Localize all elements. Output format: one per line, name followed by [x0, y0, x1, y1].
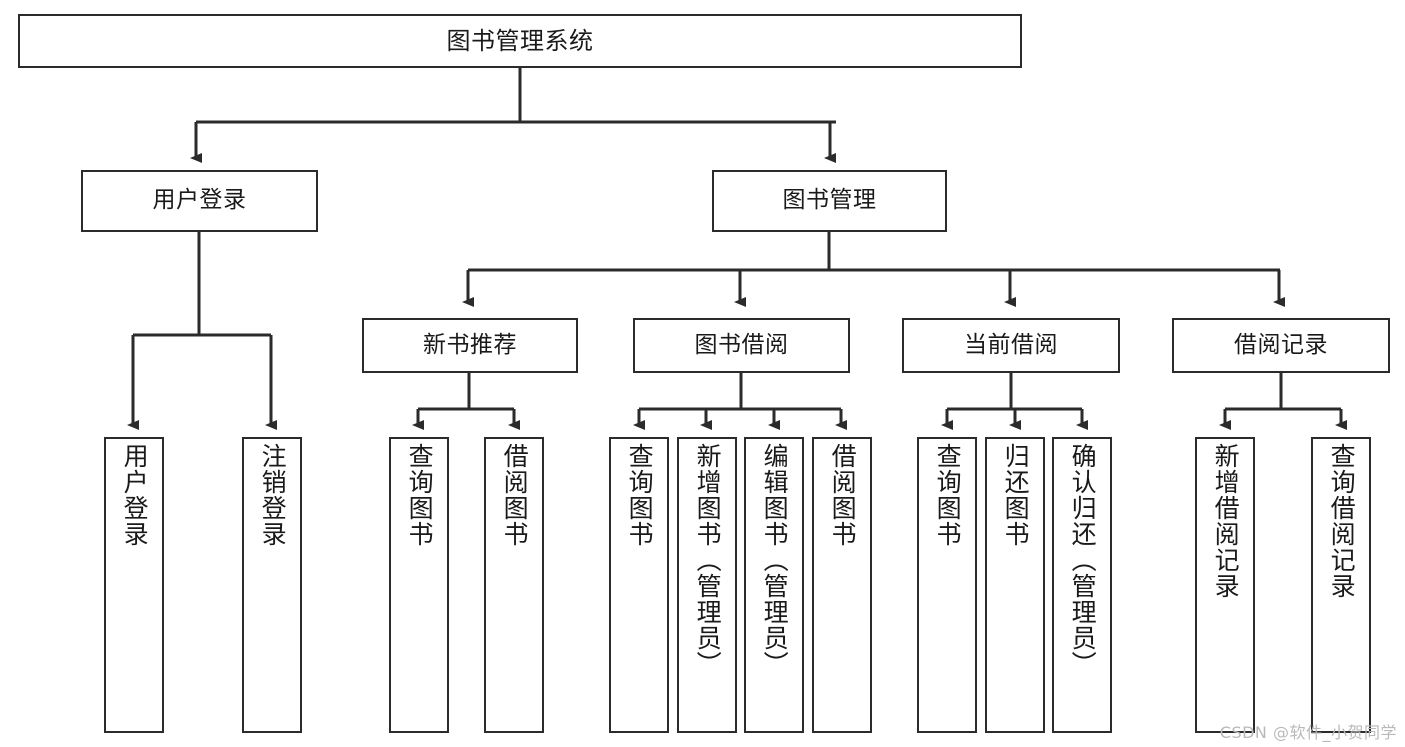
leaf-confirm-return-admin[interactable]: 确认归还（管理员） [1052, 437, 1112, 733]
node-label: 用户登录 [152, 187, 247, 214]
node-label: 用户登录 [120, 443, 150, 547]
node-label: 图书管理 [782, 187, 877, 214]
node-label: 查询图书 [405, 443, 435, 547]
leaf-query-borrow-record[interactable]: 查询借阅记录 [1311, 437, 1371, 733]
leaf-query-book-current[interactable]: 查询图书 [917, 437, 977, 733]
node-user-login[interactable]: 用户登录 [81, 170, 318, 232]
leaf-borrow-book-recommend[interactable]: 借阅图书 [484, 437, 544, 733]
node-label: 图书管理系统 [446, 26, 594, 55]
leaf-query-book-recommend[interactable]: 查询图书 [389, 437, 449, 733]
node-label: 编辑图书（管理员） [760, 443, 790, 677]
node-label: 借阅图书 [500, 443, 530, 547]
node-label: 借阅图书 [828, 443, 858, 547]
leaf-add-book-admin[interactable]: 新增图书（管理员） [677, 437, 737, 733]
csdn-watermark: CSDN @软件_小贺同学 [1219, 723, 1397, 742]
node-root-system[interactable]: 图书管理系统 [18, 14, 1022, 68]
node-current-borrow[interactable]: 当前借阅 [902, 318, 1120, 373]
node-label: 图书借阅 [694, 331, 789, 358]
node-label: 新增借阅记录 [1211, 443, 1241, 599]
leaf-add-borrow-record[interactable]: 新增借阅记录 [1195, 437, 1255, 733]
node-label: 归还图书 [1001, 443, 1031, 547]
node-label: 借阅记录 [1234, 331, 1328, 358]
node-label: 查询图书 [625, 443, 655, 547]
leaf-edit-book-admin[interactable]: 编辑图书（管理员） [744, 437, 804, 733]
node-label: 新增图书（管理员） [693, 443, 723, 677]
leaf-query-book-borrow[interactable]: 查询图书 [609, 437, 669, 733]
node-label: 新书推荐 [423, 331, 517, 358]
node-book-management[interactable]: 图书管理 [712, 170, 947, 232]
node-label: 查询图书 [933, 443, 963, 547]
node-borrow-record[interactable]: 借阅记录 [1172, 318, 1390, 373]
node-label: 注销登录 [258, 443, 288, 547]
node-label: 查询借阅记录 [1327, 443, 1357, 599]
leaf-borrow-book[interactable]: 借阅图书 [812, 437, 872, 733]
node-book-borrow[interactable]: 图书借阅 [633, 318, 850, 373]
leaf-user-login[interactable]: 用户登录 [104, 437, 164, 733]
node-label: 确认归还（管理员） [1068, 443, 1098, 677]
node-label: 当前借阅 [964, 331, 1058, 358]
leaf-user-logout[interactable]: 注销登录 [242, 437, 302, 733]
leaf-return-book[interactable]: 归还图书 [985, 437, 1045, 733]
node-new-book-recommend[interactable]: 新书推荐 [362, 318, 578, 373]
